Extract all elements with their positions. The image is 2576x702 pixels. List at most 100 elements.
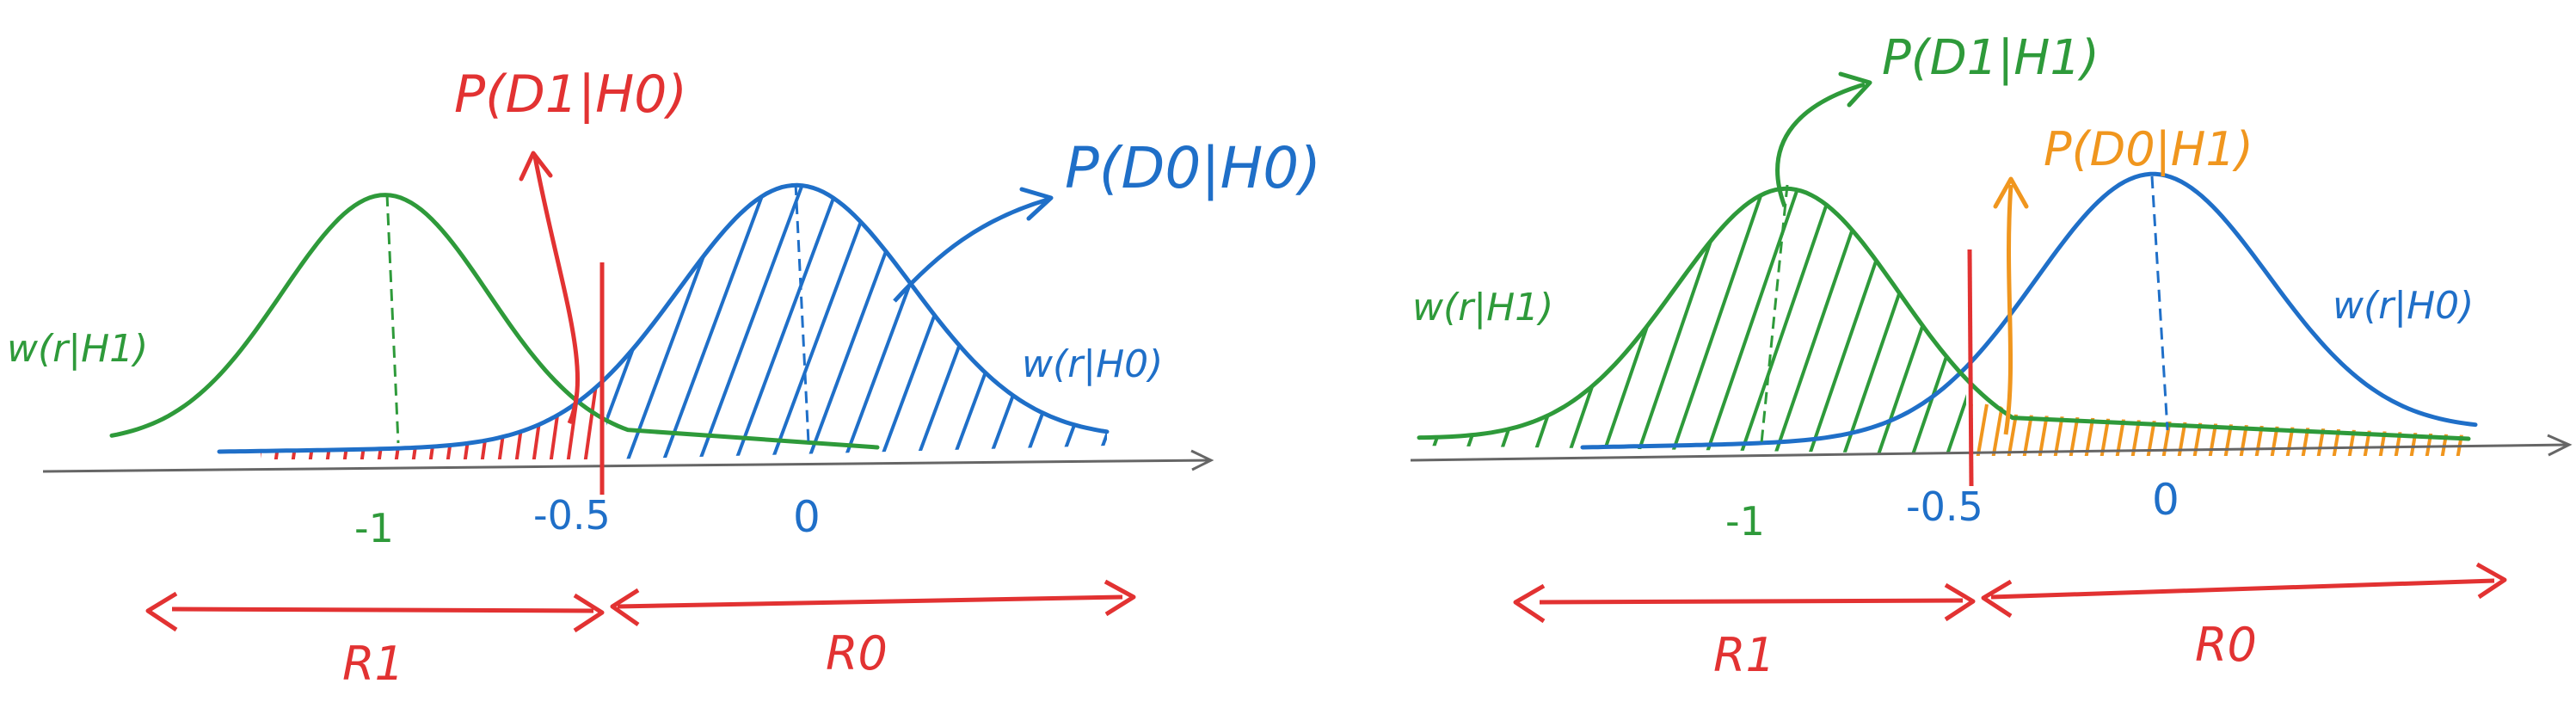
x-axis-arrow [2547, 434, 2573, 457]
hatch-stroke [2130, 403, 2143, 456]
label-p-d0-h1: P(D0|H1) [2044, 122, 2253, 176]
hatch-stroke [2300, 403, 2314, 456]
hatch-stroke [2269, 403, 2283, 456]
arrow-p-d1-h0 [532, 156, 580, 425]
hatch-stroke [2176, 403, 2190, 456]
hatch-stroke [2083, 403, 2097, 456]
arrow-p-d1-h1 [1775, 82, 1866, 207]
hatch-stroke [1667, 188, 1774, 455]
hatch-stroke [624, 185, 740, 460]
hatch-stroke [950, 185, 1065, 460]
region-r0-arrow-left [1981, 579, 2013, 619]
label-w-r-h1: w(r|H1) [1412, 286, 1553, 329]
hatch-stroke [2222, 403, 2236, 456]
mean-line-h1 [1760, 184, 1789, 444]
hatch-stroke [1975, 403, 1989, 456]
hatch-stroke [2455, 403, 2468, 456]
hatch-stroke [2037, 403, 2050, 456]
region-r1-arrow [171, 607, 594, 613]
tick-zero: 0 [793, 492, 821, 542]
hatch-stroke [2253, 403, 2267, 456]
label-p-d1-h0: P(D1|H0) [454, 65, 687, 125]
hatch-stroke [514, 382, 530, 459]
arrow-p-d1-h1-head [1838, 71, 1872, 108]
region-r1-arrow-left [145, 591, 178, 632]
region-r0-arrow [617, 594, 1123, 609]
region-r0-arrow-right [1104, 579, 1136, 617]
mean-line-h0 [794, 182, 810, 444]
region-r0-label: R0 [826, 626, 888, 680]
hatch-stroke [377, 382, 392, 459]
hatch-stroke [2099, 403, 2112, 456]
hatch-stroke [2284, 403, 2298, 456]
hatch-stroke [480, 382, 495, 459]
hatch-stroke [2052, 403, 2066, 456]
curve-w-r-h1 [109, 193, 880, 450]
hatch-stroke [1701, 188, 1808, 455]
region-r1-label: R1 [1713, 628, 1775, 682]
hatch-stroke [583, 382, 599, 459]
curve-w-r-h0 [217, 182, 1110, 454]
hatch-stroke [2145, 403, 2159, 456]
x-axis [42, 459, 1209, 473]
tick-zero: 0 [2152, 475, 2179, 525]
label-w-r-h1: w(r|H1) [7, 327, 148, 371]
hatch-stroke [411, 382, 427, 459]
x-axis-arrow [1190, 449, 1214, 471]
hatch-stroke [2472, 404, 2482, 465]
hatch-stroke [2315, 403, 2329, 456]
hatch-stroke [769, 185, 884, 460]
threshold-line [1967, 249, 1974, 487]
hatch-stroke [446, 382, 461, 459]
hatch-stroke [428, 382, 444, 459]
region-r0-arrow-left [610, 588, 640, 627]
hatch-stroke [463, 382, 478, 459]
hatch-stroke [697, 185, 812, 460]
region-r1-arrow-right [573, 593, 605, 633]
label-p-d1-h1: P(D1|H1) [1882, 30, 2100, 86]
tick-minus-0-5: -0.5 [533, 492, 611, 539]
hatch-stroke [2068, 403, 2081, 456]
hatch-stroke [805, 185, 920, 460]
tick-minus-0-5: -0.5 [1906, 483, 1983, 530]
region-r1-arrow-left [1513, 583, 1546, 624]
arrow-p-d0-h0 [893, 197, 1048, 303]
label-w-r-h0: w(r|H0) [2333, 284, 2474, 328]
label-w-r-h0: w(r|H0) [1022, 342, 1163, 386]
hatch-stroke [482, 163, 593, 465]
arrow-p-d1-h0-head [519, 151, 553, 182]
hatch-stroke [661, 185, 776, 460]
region-r1-arrow [1539, 598, 1964, 605]
hatch-stroke [1990, 403, 2004, 456]
label-p-d0-h0: P(D0|H0) [1065, 135, 1321, 201]
hatch-stroke [549, 382, 564, 459]
hatch-stroke [1942, 188, 1966, 455]
mean-line-h0 [2150, 176, 2169, 431]
hatch-stroke [2021, 403, 2035, 456]
mean-line-h1 [385, 194, 400, 444]
hatch-stroke [2114, 403, 2128, 456]
hatch-stroke [2238, 403, 2252, 456]
region-r1-arrow-right [1944, 582, 1976, 622]
hatch-stroke [497, 382, 513, 459]
hatch-stroke [1058, 185, 1107, 460]
panel-right: w(r|H1) w(r|H0) P(D1|H1) P(D0|H1) -1 -0.… [1410, 30, 2573, 682]
arrow-p-d0-h0-head [1019, 187, 1054, 221]
region-r0-label: R0 [2195, 618, 2257, 672]
x-axis [1410, 443, 2568, 462]
region-r0-arrow-right [2475, 562, 2507, 600]
arrow-p-d0-h1-head [1993, 176, 2029, 209]
hatch-stroke [360, 382, 375, 459]
tick-minus-1: -1 [1725, 498, 1765, 545]
region-r1-label: R1 [342, 637, 404, 691]
tick-minus-1: -1 [354, 505, 394, 551]
hatch-stroke [2439, 403, 2453, 456]
panel-left: w(r|H1) w(r|H0) P(D1|H0) P(D0|H0) -1 -0.… [7, 65, 1321, 691]
hatch-stroke [1094, 185, 1107, 460]
curve-w-r-h1 [1417, 186, 2471, 441]
arrow-p-d0-h1 [2003, 184, 2013, 435]
hatch-stroke [986, 185, 1101, 460]
curve-w-r-h0 [1580, 171, 2478, 450]
region-r0-arrow [1990, 578, 2495, 600]
